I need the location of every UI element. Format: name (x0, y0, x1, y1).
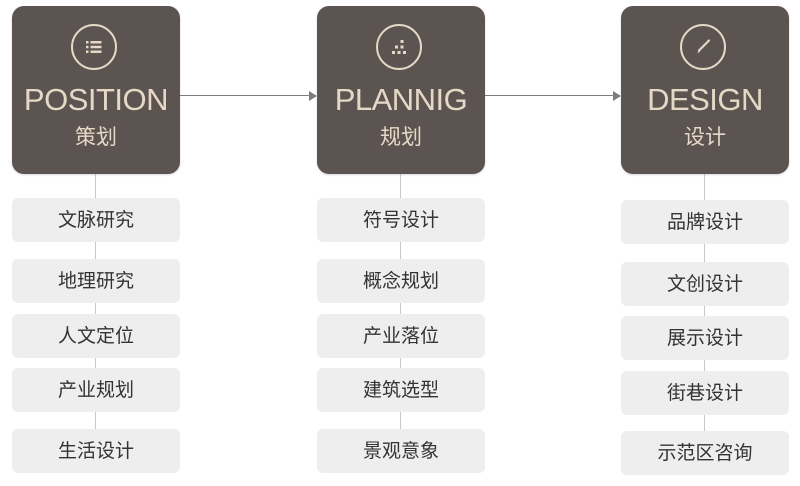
list-item: 生活设计 (12, 429, 180, 473)
arrow-position-to-planning (180, 90, 317, 102)
header-title-cn: 策划 (75, 125, 117, 149)
header-box-position: POSITION 策划 (12, 6, 180, 174)
pen-icon (680, 24, 726, 70)
header-title-en: POSITION (23, 82, 169, 117)
arrow-planning-to-design (485, 90, 621, 102)
header-title-en: PLANNIG (334, 82, 468, 117)
list-item: 文创设计 (621, 262, 789, 306)
list-item: 景观意象 (317, 429, 485, 473)
list-item: 建筑选型 (317, 368, 485, 412)
list-item: 街巷设计 (621, 371, 789, 415)
list-item: 产业规划 (12, 368, 180, 412)
header-title-cn: 设计 (684, 125, 726, 149)
list-item: 文脉研究 (12, 198, 180, 242)
header-title-cn: 规划 (380, 125, 422, 149)
list-item: 展示设计 (621, 316, 789, 360)
column-position: POSITION 策划 文脉研究 地理研究 人文定位 产业规划 生活设计 (12, 0, 180, 486)
list-item: 地理研究 (12, 259, 180, 303)
list-item: 符号设计 (317, 198, 485, 242)
header-box-planning: PLANNIG 规划 (317, 6, 485, 174)
list-item: 人文定位 (12, 314, 180, 358)
header-box-design: DESIGN 设计 (621, 6, 789, 174)
column-planning: PLANNIG 规划 符号设计 概念规划 产业落位 建筑选型 景观意象 (317, 0, 485, 486)
column-design: DESIGN 设计 品牌设计 文创设计 展示设计 街巷设计 示范区咨询 (621, 0, 789, 486)
list-item: 品牌设计 (621, 200, 789, 244)
list-item: 示范区咨询 (621, 431, 789, 475)
header-title-en: DESIGN (647, 82, 763, 117)
grid-dots-icon (376, 24, 422, 70)
list-icon (71, 24, 117, 70)
list-item: 概念规划 (317, 259, 485, 303)
list-item: 产业落位 (317, 314, 485, 358)
